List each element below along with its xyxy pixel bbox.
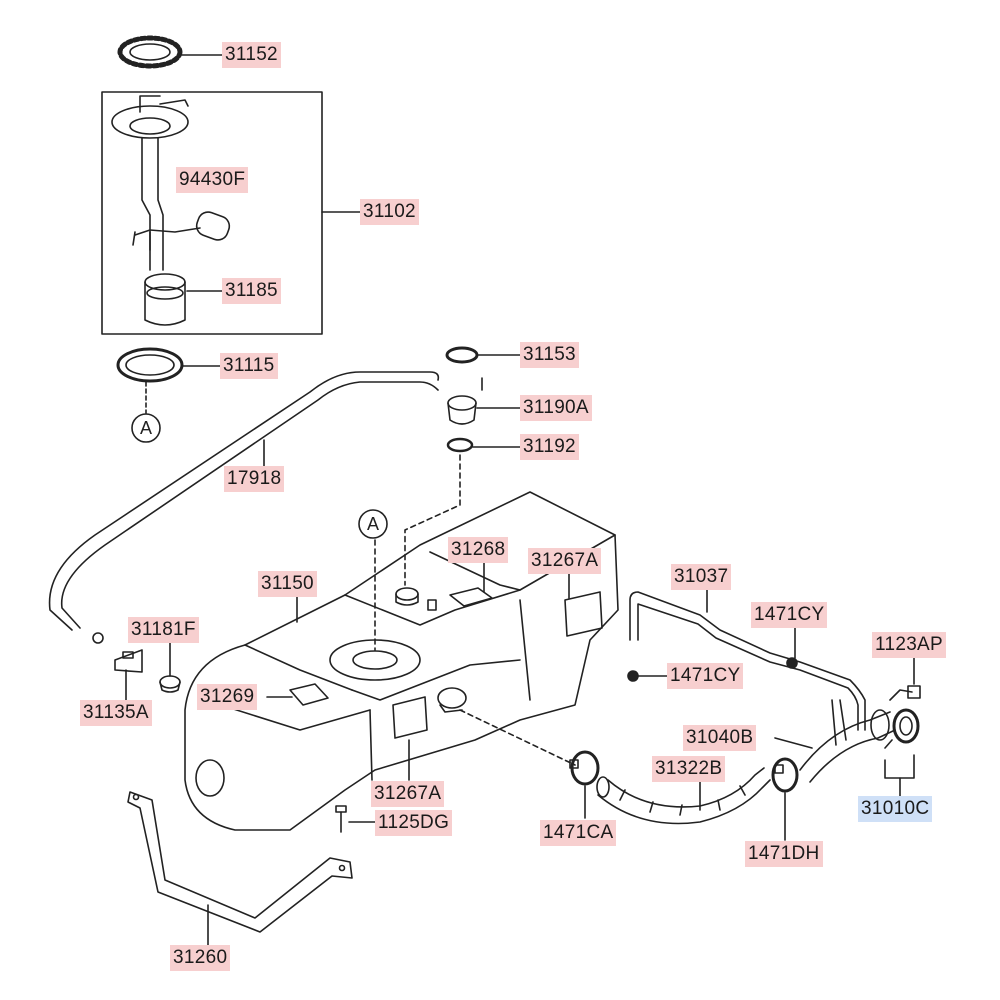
leader-line: [459, 709, 576, 766]
tank-strap: [127, 791, 353, 933]
callout-31268[interactable]: 31268: [448, 537, 509, 563]
ring-part: [445, 346, 479, 364]
callout-31190A[interactable]: 31190A: [520, 395, 592, 421]
callout-1471CY-mid[interactable]: 1471CY: [667, 663, 744, 689]
leader-line: [404, 454, 461, 586]
callout-31102[interactable]: 31102: [360, 199, 419, 225]
leader-line: [774, 737, 813, 749]
callout-1471CY-top[interactable]: 1471CY: [751, 602, 828, 628]
fuel-pump-module: [111, 95, 231, 326]
callout-31037[interactable]: 31037: [671, 564, 732, 590]
clamp-part: [569, 750, 600, 786]
callout-1125DG[interactable]: 1125DG: [375, 810, 453, 836]
callout-31181F[interactable]: 31181F: [128, 617, 199, 643]
fill-vent-tube: [629, 591, 866, 731]
callout-31192[interactable]: 31192: [520, 434, 579, 460]
reference-marker-a: A: [366, 514, 379, 534]
callout-31152[interactable]: 31152: [222, 42, 281, 68]
callout-31185[interactable]: 31185: [222, 278, 281, 304]
filler-neck: [799, 689, 913, 783]
callout-1471DH[interactable]: 1471DH: [745, 841, 823, 867]
pump-assembly-box: [101, 91, 323, 335]
clip-part: [627, 670, 639, 682]
marker-a-circle: [358, 509, 388, 539]
fuel-tank: [184, 491, 619, 831]
clip-part: [92, 632, 104, 644]
callout-31267A-top[interactable]: 31267A: [528, 548, 602, 574]
callout-31267A-bottom[interactable]: 31267A: [371, 781, 445, 807]
callout-31260[interactable]: 31260: [170, 945, 231, 971]
vent-hose: [48, 371, 440, 631]
valve-part: [447, 395, 477, 425]
callout-31040B[interactable]: 31040B: [683, 725, 757, 751]
callout-31153[interactable]: 31153: [520, 342, 579, 368]
lock-ring-part: [117, 35, 183, 69]
callout-31115[interactable]: 31115: [220, 353, 278, 379]
leader-line: [884, 754, 915, 779]
clip-part: [786, 657, 798, 669]
bolt-part: [335, 805, 347, 833]
callout-94430F[interactable]: 94430F: [176, 167, 249, 193]
gasket-part: [116, 347, 184, 383]
callout-31322B[interactable]: 31322B: [652, 756, 726, 782]
clamp-part: [771, 757, 799, 793]
callout-1123AP[interactable]: 1123AP: [872, 632, 947, 658]
oring-part: [446, 437, 474, 453]
reference-marker-a: A: [139, 418, 152, 438]
callout-31269[interactable]: 31269: [197, 684, 258, 710]
marker-a-circle: [131, 413, 161, 443]
callout-31135A[interactable]: 31135A: [80, 700, 152, 726]
callout-31150[interactable]: 31150: [258, 571, 317, 597]
fuel-cap: [884, 708, 920, 749]
callout-17918[interactable]: 17918: [224, 466, 285, 492]
callout-1471CA[interactable]: 1471CA: [540, 820, 617, 846]
callout-31010C[interactable]: 31010C: [858, 796, 933, 822]
